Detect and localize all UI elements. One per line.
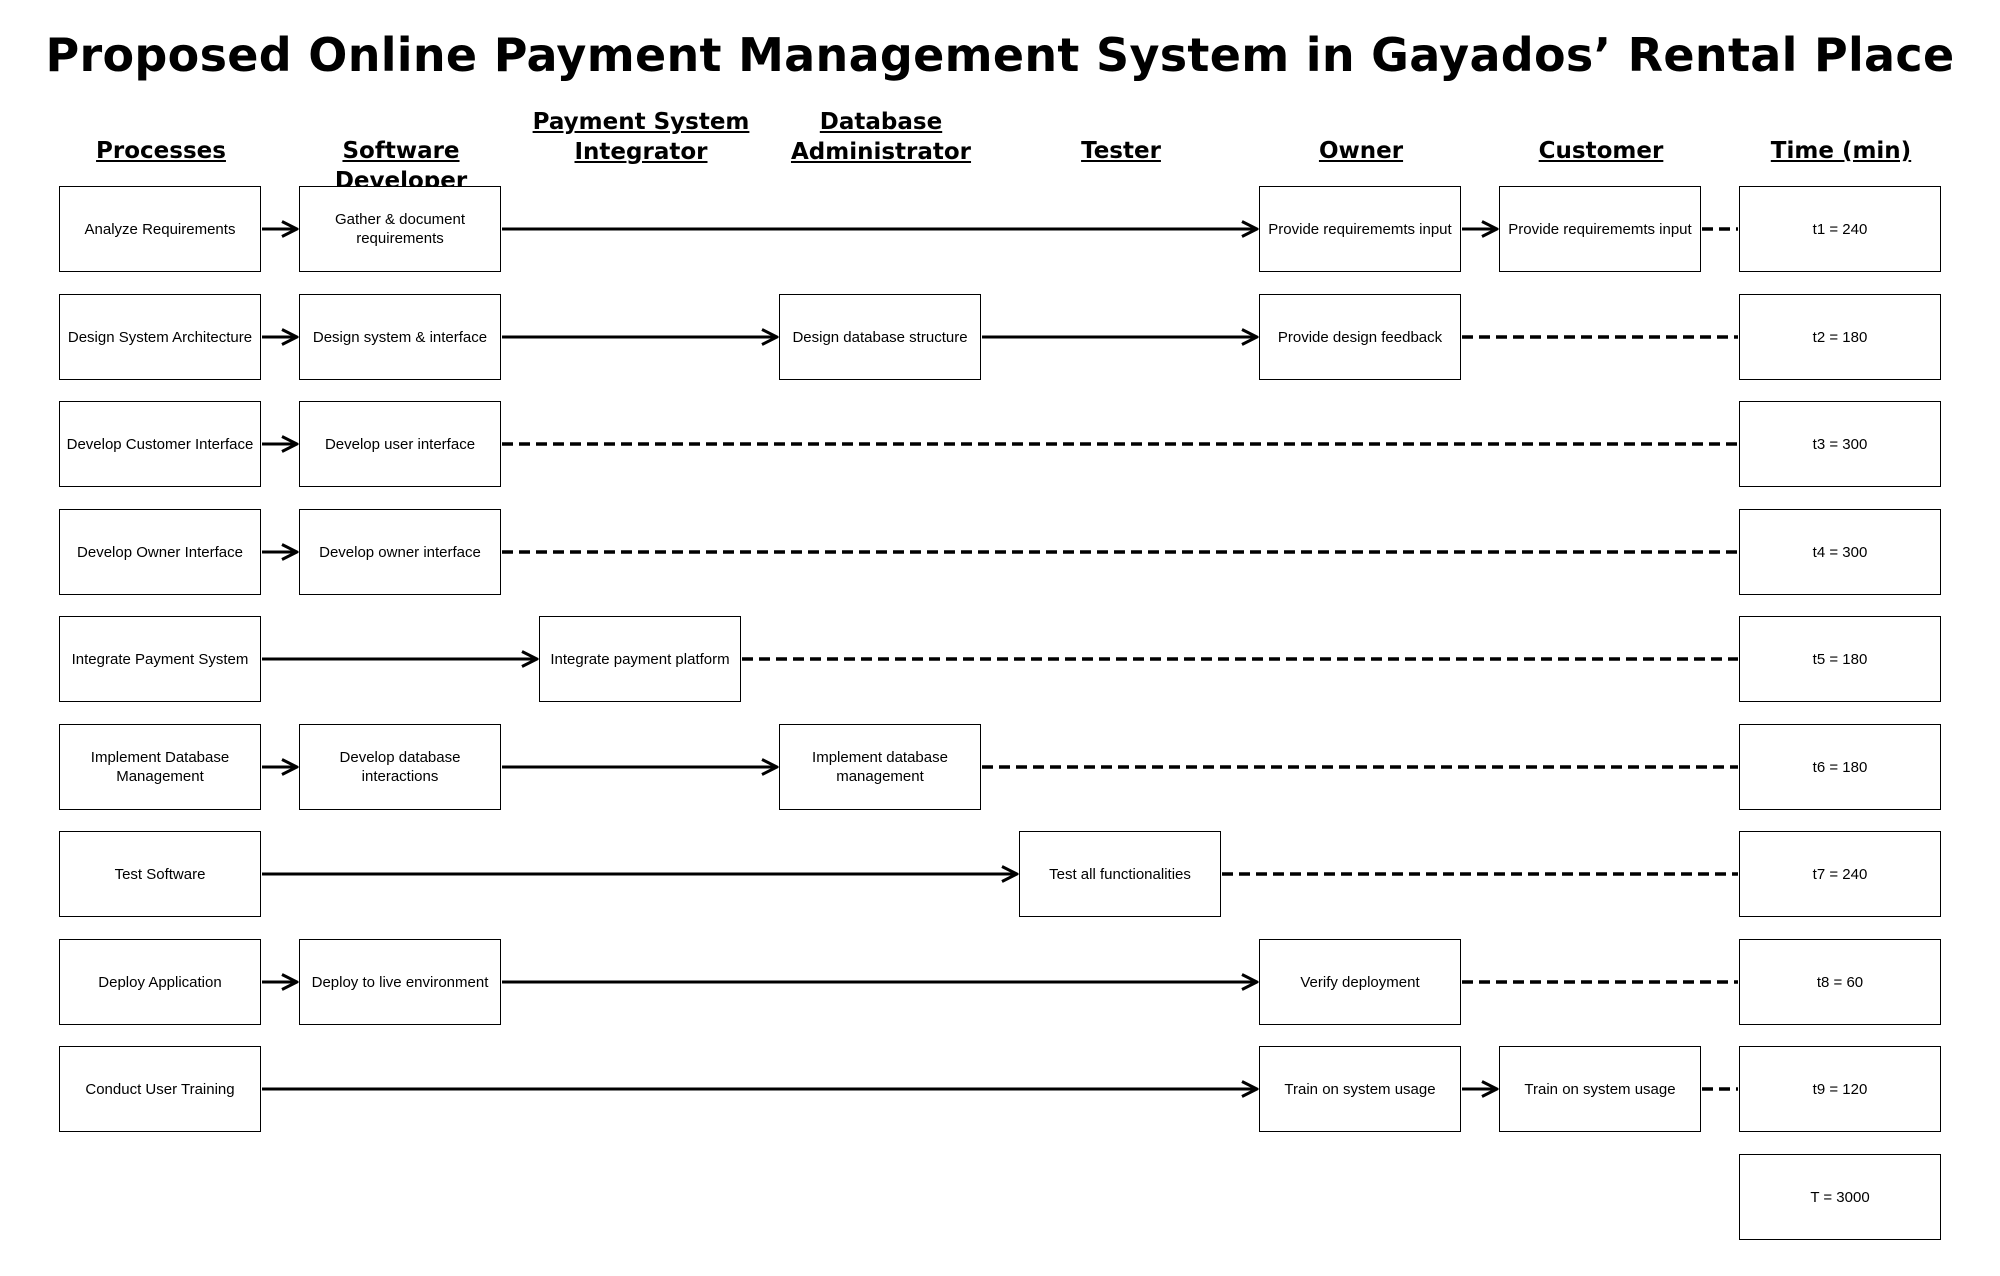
step-box: Test all functionalities	[1019, 831, 1221, 917]
step-box: Provide design feedback	[1259, 294, 1461, 380]
process-box: Deploy Application	[59, 939, 261, 1025]
step-box: Train on system usage	[1259, 1046, 1461, 1132]
time-box: t3 = 300	[1739, 401, 1941, 487]
step-box: Provide requirememts input	[1499, 186, 1701, 272]
process-box: Implement Database Management	[59, 724, 261, 810]
step-box: Design system & interface	[299, 294, 501, 380]
process-box: Design System Architecture	[59, 294, 261, 380]
time-box: t8 = 60	[1739, 939, 1941, 1025]
time-box: t5 = 180	[1739, 616, 1941, 702]
column-header-owner: Owner	[1318, 138, 1404, 164]
step-box: Verify deployment	[1259, 939, 1461, 1025]
column-header-processes: Processes	[96, 138, 226, 164]
time-box: t4 = 300	[1739, 509, 1941, 595]
step-box: Integrate payment platform	[539, 616, 741, 702]
process-box: Develop Customer Interface	[59, 401, 261, 487]
column-header-database-administrator: Database Administrator	[790, 109, 972, 165]
time-box: t1 = 240	[1739, 186, 1941, 272]
step-box: Implement database management	[779, 724, 981, 810]
column-header-customer: Customer	[1538, 138, 1664, 164]
diagram-title: Proposed Online Payment Management Syste…	[45, 28, 1955, 82]
process-box: Conduct User Training	[59, 1046, 261, 1132]
process-box: Integrate Payment System	[59, 616, 261, 702]
process-box: Test Software	[59, 831, 261, 917]
time-box: t7 = 240	[1739, 831, 1941, 917]
process-box: Develop Owner Interface	[59, 509, 261, 595]
time-box: t9 = 120	[1739, 1046, 1941, 1132]
process-box: Analyze Requirements	[59, 186, 261, 272]
step-box: Develop database interactions	[299, 724, 501, 810]
total-time-box: T = 3000	[1739, 1154, 1941, 1240]
column-header-tester: Tester	[1081, 138, 1161, 164]
step-box: Develop user interface	[299, 401, 501, 487]
step-box: Design database structure	[779, 294, 981, 380]
step-box: Gather & document requirements	[299, 186, 501, 272]
column-header-payment-system-integrator: Payment System Integrator	[532, 109, 750, 165]
time-box: t6 = 180	[1739, 724, 1941, 810]
time-box: t2 = 180	[1739, 294, 1941, 380]
step-box: Train on system usage	[1499, 1046, 1701, 1132]
column-header-time: Time (min)	[1770, 138, 1912, 164]
step-box: Develop owner interface	[299, 509, 501, 595]
step-box: Provide requirememts input	[1259, 186, 1461, 272]
step-box: Deploy to live environment	[299, 939, 501, 1025]
